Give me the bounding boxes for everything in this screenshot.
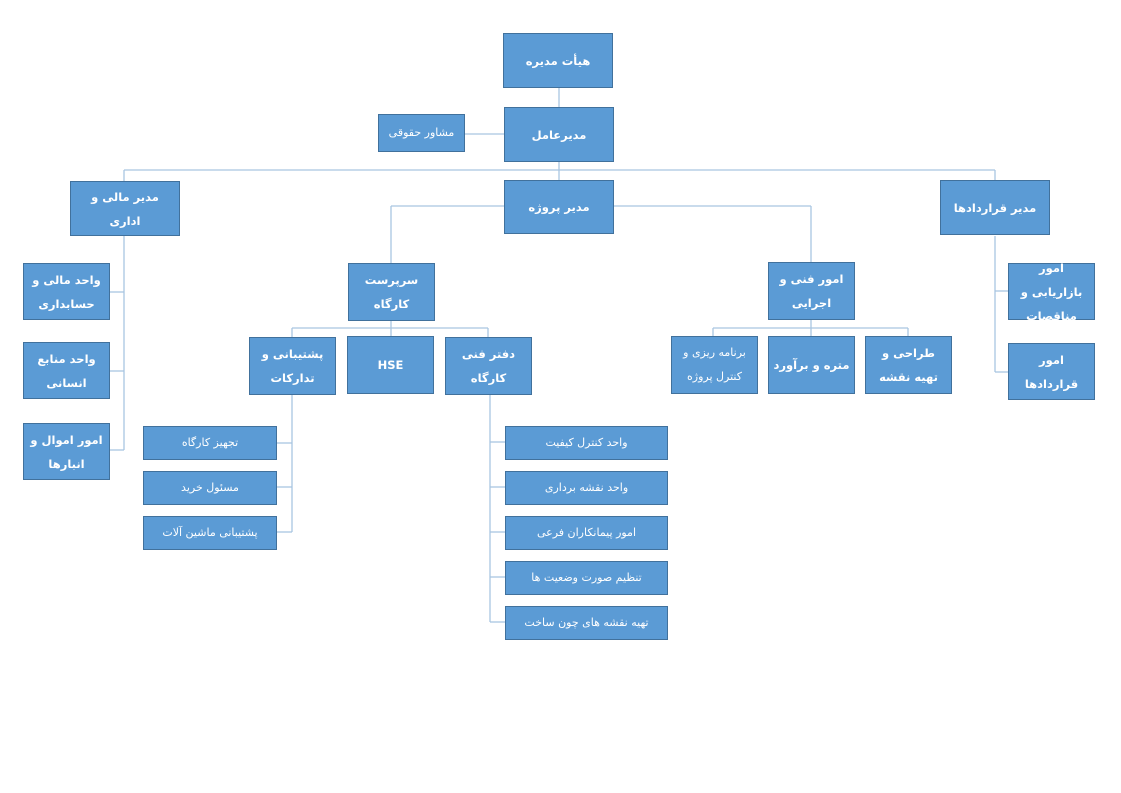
node-tech-office-unit: امور پیمانکاران فرعی bbox=[505, 516, 668, 550]
node-tech-office-unit: واحد کنترل کیفیت bbox=[505, 426, 668, 460]
node-tech-office-unit: واحد نقشه برداری bbox=[505, 471, 668, 505]
node-contracts-unit: امور بازاریابی و مناقصات bbox=[1008, 261, 1095, 323]
node-support-unit: پشتیبانی ماشین آلات bbox=[143, 516, 277, 550]
node-site-supervisor: سرپرست کارگاه bbox=[348, 263, 435, 321]
node-tech-office-unit: تنظیم صورت وضعیت ها bbox=[505, 561, 668, 595]
node-legal-advisor: مشاور حقوقی bbox=[378, 114, 465, 152]
node-contracts-manager: مدیر قراردادها bbox=[940, 180, 1050, 235]
node-finance-unit: واحد مالی و حسابداری bbox=[23, 263, 110, 320]
node-site-unit: پشتیبانی و تدارکات bbox=[249, 337, 336, 395]
node-technical-executive: امور فنی و اجرایی bbox=[768, 262, 855, 320]
node-support-unit: مسئول خرید bbox=[143, 471, 277, 505]
node-technical-unit: متره و برآورد bbox=[768, 336, 855, 394]
node-site-unit: دفتر فنی کارگاه bbox=[445, 337, 532, 395]
node-ceo: مدیرعامل bbox=[504, 107, 614, 162]
node-contracts-unit: امور قراردادها bbox=[1008, 343, 1095, 400]
node-site-unit: HSE bbox=[347, 336, 434, 394]
node-technical-unit: برنامه ریزی و کنترل پروژه bbox=[671, 336, 758, 394]
node-board: هیأت مدیره bbox=[503, 33, 613, 88]
node-support-unit: تجهیز کارگاه bbox=[143, 426, 277, 460]
node-finance-manager: مدیر مالی و اداری bbox=[70, 181, 180, 236]
node-technical-unit: طراحی و تهیه نقشه bbox=[865, 336, 952, 394]
node-tech-office-unit: تهیه نقشه های چون ساخت bbox=[505, 606, 668, 640]
node-project-manager: مدیر پروژه bbox=[504, 180, 614, 234]
node-finance-unit: واحد منابع انسانی bbox=[23, 342, 110, 399]
node-finance-unit: امور اموال و انبارها bbox=[23, 423, 110, 480]
